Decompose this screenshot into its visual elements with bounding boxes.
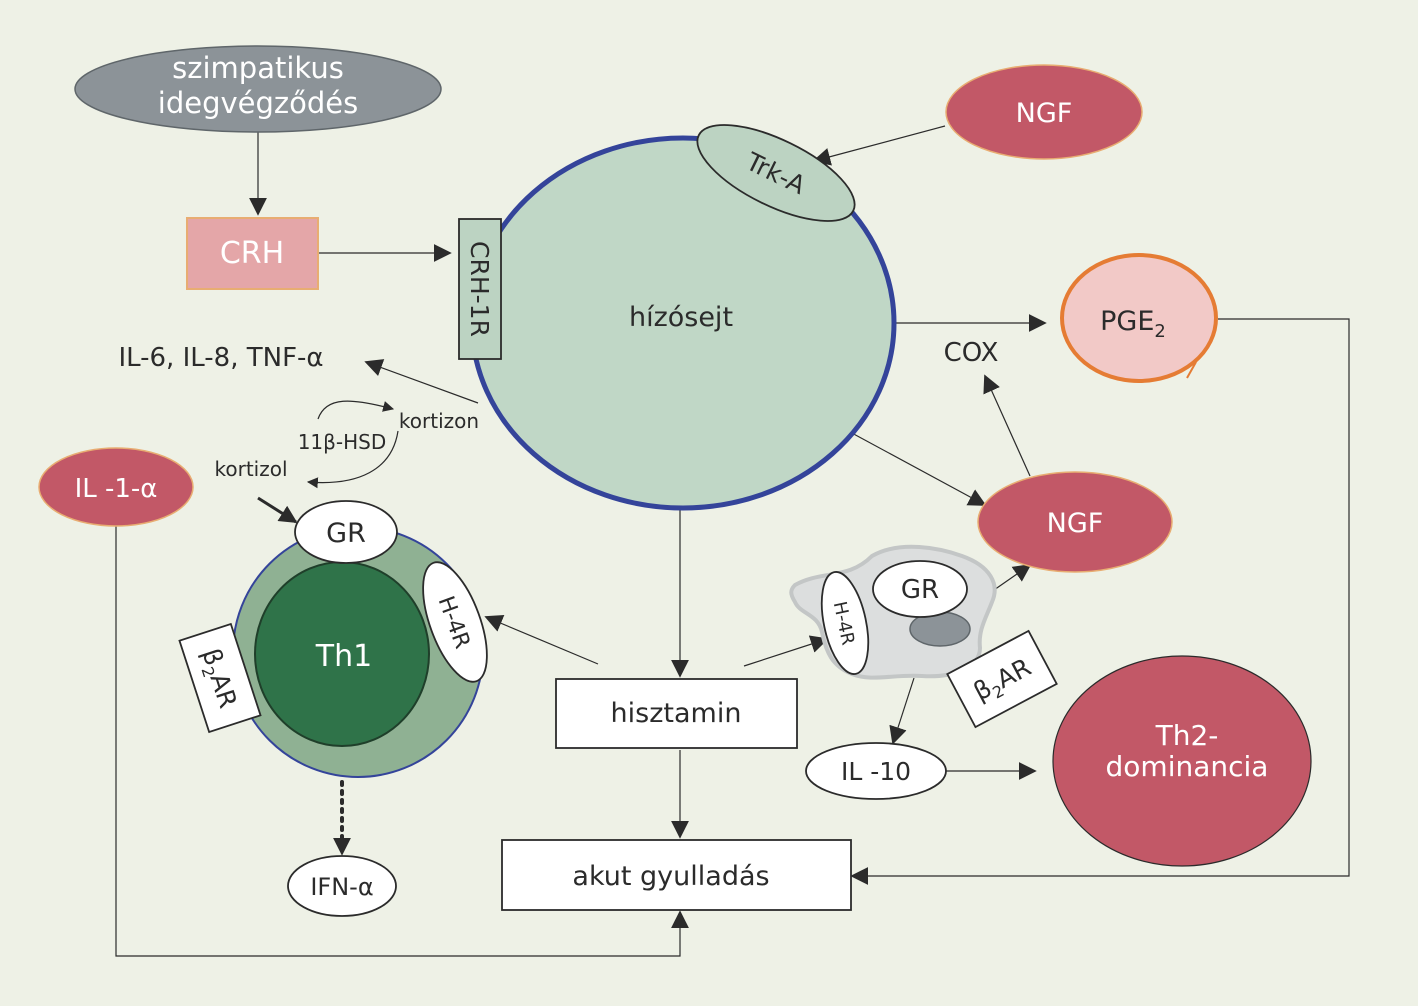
- th2-dominance-node: Th2- dominancia: [1052, 655, 1312, 867]
- gr-th1-label: GR: [326, 518, 366, 549]
- edge-cycle-to-cortisol: [306, 430, 399, 489]
- sympathetic-label-line1: szimpatikus: [172, 51, 344, 85]
- th1-cell-node: Th1: [232, 526, 484, 778]
- acute-inflammation-node: akut gyulladás: [501, 839, 852, 911]
- ngf-top-label: NGF: [1016, 98, 1073, 129]
- edge-histamine-to-th1: [484, 614, 599, 665]
- il1a-node: IL -1-α: [38, 447, 194, 527]
- th2-label-line1: Th2-: [1155, 719, 1219, 752]
- edge-histamine-to-h4r: [743, 635, 829, 667]
- edge-ngf-to-trka: [812, 125, 946, 166]
- edge-cell-to-ngf: [993, 563, 1032, 591]
- edges: [115, 125, 1350, 957]
- histamine-node: hisztamin: [555, 678, 798, 749]
- h4r-cell-node: H-4R: [820, 571, 870, 675]
- hsd-enzyme-label: 11β-HSD: [298, 430, 387, 454]
- histamine-label: hisztamin: [611, 698, 742, 729]
- ifn-node: IFN-α: [287, 855, 397, 917]
- cortisone-label: kortizon: [399, 409, 479, 433]
- edge-cortisol-to-gr: [257, 496, 298, 524]
- ifn-label: IFN-α: [310, 873, 373, 901]
- acute-inflammation-label: akut gyulladás: [572, 861, 769, 892]
- b2ar-th1-node: β2AR: [178, 622, 262, 734]
- th1-label: Th1: [315, 639, 372, 674]
- il10-node: IL -10: [805, 742, 947, 800]
- gr-cell-label: GR: [901, 575, 939, 605]
- crh-node: CRH: [186, 217, 319, 290]
- il1a-label: IL -1-α: [75, 474, 158, 504]
- il10-label: IL -10: [841, 757, 911, 786]
- th2-label-line2: dominancia: [1106, 750, 1269, 783]
- trka-receptor-node: Trk-A: [696, 124, 856, 222]
- sympathetic-label-line2: idegvégződés: [158, 86, 358, 120]
- h4r-th1-node: H-4R: [422, 561, 488, 683]
- gr-cell-node: GR: [872, 560, 968, 618]
- edge-cycle-to-cortisone: [317, 400, 395, 420]
- pge2-label: PGE2: [1100, 306, 1166, 342]
- ngf-mid-node: NGF: [977, 471, 1173, 573]
- crh-receptor-label: CRH-1R: [465, 241, 494, 337]
- crh-receptor-node: CRH-1R: [458, 218, 502, 360]
- ngf-top-node: NGF: [945, 64, 1143, 160]
- edge-cell-to-il10: [889, 677, 915, 745]
- edge-ngf-to-cox: [983, 374, 1031, 477]
- edge-mastcell-to-ngf: [849, 431, 987, 506]
- sympathetic-nerve-ending-node: szimpatikus idegvégződés: [74, 45, 442, 133]
- ngf-mid-label: NGF: [1047, 508, 1104, 539]
- gr-th1-node: GR: [294, 500, 398, 564]
- b2ar-cell-node: β2AR: [946, 629, 1058, 729]
- crh-label: CRH: [220, 236, 284, 271]
- pge2-node: PGE2: [1060, 253, 1218, 383]
- cytokines-label: IL-6, IL-8, TNF-α: [118, 343, 323, 373]
- mast-cell-label: hízósejt: [629, 302, 733, 333]
- edge-mastcell-to-cytokines: [364, 359, 479, 404]
- cox-label: COX: [944, 338, 999, 368]
- edge-pge2-to-acute: [850, 318, 1350, 885]
- edge-il1a-to-acute: [115, 526, 689, 957]
- cortisol-label: kortizol: [214, 457, 287, 481]
